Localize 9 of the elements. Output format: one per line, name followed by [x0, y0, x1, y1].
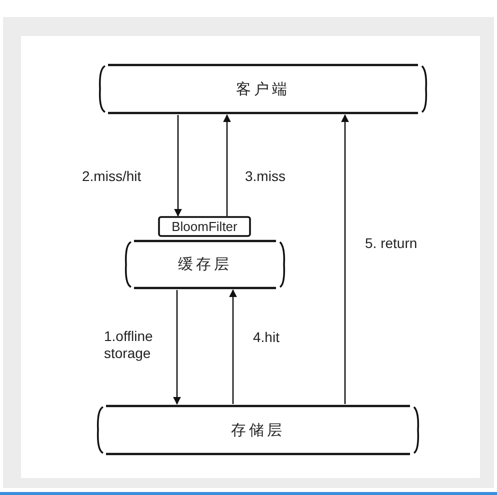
- arrow: [341, 114, 349, 404]
- layer-box: 缓存层: [124, 239, 286, 290]
- layer-box: 存储层: [96, 404, 420, 456]
- arrow: [223, 114, 231, 216]
- layer-box: 客户端: [98, 63, 428, 115]
- arrow: [174, 115, 182, 217]
- arrow: [173, 290, 181, 405]
- arrow: [229, 289, 237, 404]
- filter-box: BloomFilter: [158, 216, 251, 237]
